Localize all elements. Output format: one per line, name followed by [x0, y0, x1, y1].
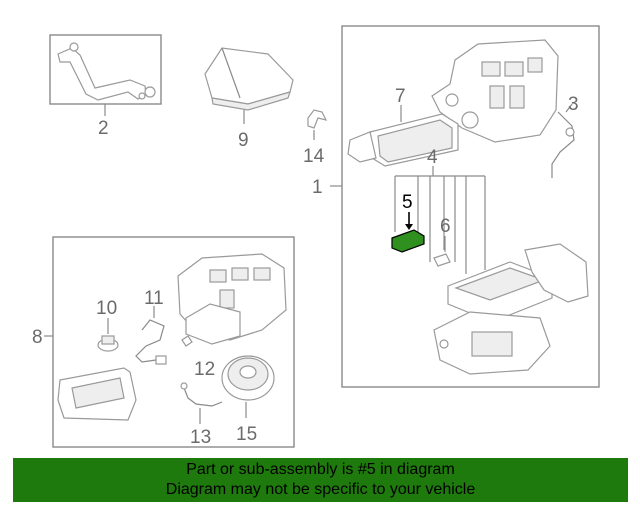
part-3-clip	[565, 127, 575, 137]
callout-12: 12	[194, 359, 215, 380]
callout-5: 5	[402, 192, 413, 213]
callout-2: 2	[98, 118, 109, 139]
part-7-heater-core	[347, 113, 459, 167]
part-11-connector	[155, 355, 167, 365]
part-12-clip	[181, 335, 193, 347]
part-5-actuator	[391, 229, 425, 253]
lower-duct	[57, 367, 137, 421]
banner-line-1: Part or sub-assembly is #5 in diagram	[186, 461, 455, 478]
callout-6: 6	[440, 216, 451, 237]
part-2-hose	[57, 42, 156, 101]
part-11-harness	[135, 319, 165, 363]
callout-13: 13	[190, 427, 211, 448]
callout-15: 15	[236, 424, 257, 445]
part-9-cover	[204, 47, 294, 111]
banner-background	[13, 458, 628, 502]
assembly-8-box	[52, 236, 295, 448]
callout-10: 10	[96, 298, 117, 319]
part-10-resistor	[97, 335, 119, 352]
heater-housing-upper	[431, 39, 559, 143]
side-duct	[524, 243, 589, 303]
callout-9: 9	[238, 130, 249, 151]
callout-11: 11	[144, 288, 164, 309]
evaporator-core	[447, 261, 553, 323]
banner-line-2: Diagram may not be specific to your vehi…	[165, 481, 476, 498]
part-15-blower-motor	[221, 355, 275, 401]
callout-14: 14	[303, 146, 325, 167]
assembly-1-box	[341, 25, 600, 388]
callout-8: 8	[32, 327, 43, 348]
callout-5-arrow	[405, 224, 413, 230]
callout-3: 3	[568, 94, 579, 115]
blower-housing	[177, 253, 287, 345]
callout-7: 7	[395, 86, 406, 107]
heater-case-lower	[433, 311, 551, 375]
part-13-hose	[183, 387, 223, 407]
part-6-sensor	[433, 253, 451, 267]
callout-1: 1	[312, 177, 323, 198]
part-13-end	[180, 382, 188, 390]
callout-4: 4	[427, 147, 438, 168]
part-3-hose	[551, 111, 575, 178]
part-14-hose	[307, 109, 328, 129]
part-info-banner: Part or sub-assembly is #5 in diagram Di…	[13, 458, 628, 502]
